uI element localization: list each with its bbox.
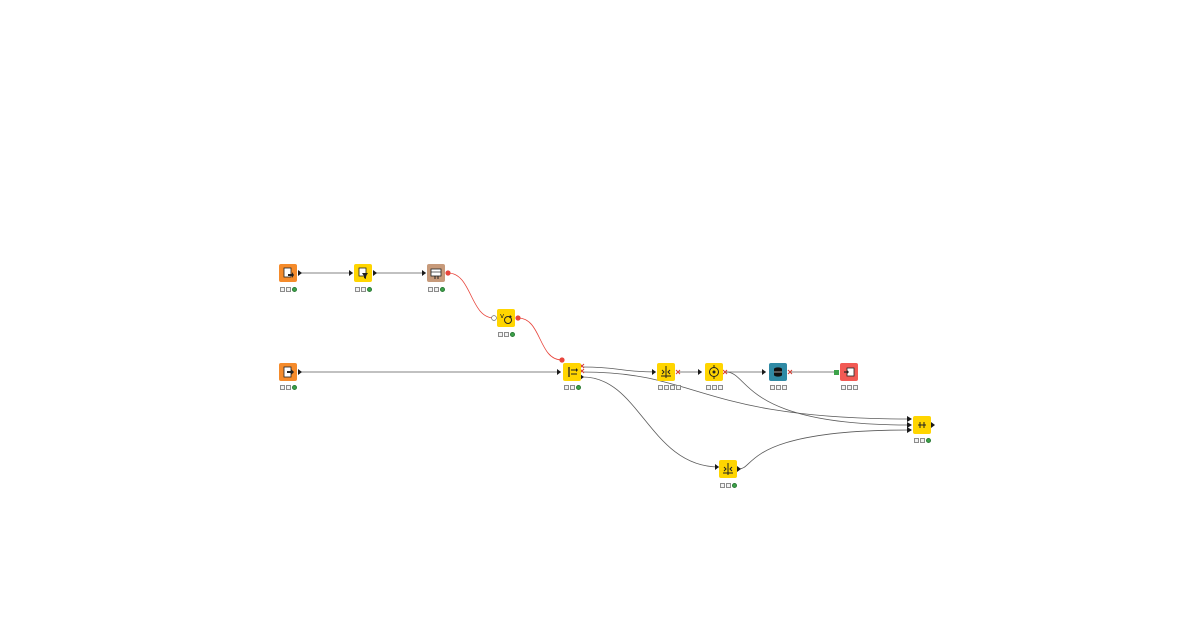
model-learner-node[interactable] — [705, 363, 723, 381]
node-status-traffic-light — [280, 287, 297, 293]
splitter-icon — [568, 367, 578, 377]
node-status-traffic-light — [564, 385, 581, 391]
connection-wire[interactable] — [582, 371, 910, 420]
connection-wire[interactable] — [738, 429, 910, 470]
connection-wire[interactable] — [582, 366, 657, 373]
concatenate-icon — [918, 422, 926, 428]
splitter-node[interactable] — [563, 363, 581, 381]
node-status-traffic-light — [770, 385, 787, 391]
variable-loop-node[interactable]: v — [497, 309, 515, 327]
table-reader-icon — [283, 366, 294, 378]
file-reader-node[interactable] — [279, 264, 297, 282]
file-reader-icon — [283, 267, 294, 278]
port-markers — [298, 270, 935, 472]
database-icon — [774, 367, 782, 377]
partition-icon — [661, 366, 671, 378]
connection-wire[interactable] — [582, 376, 720, 468]
flow-variable-wire[interactable] — [517, 317, 563, 361]
partition-node[interactable] — [657, 363, 675, 381]
table-view-icon — [430, 268, 442, 279]
database-node[interactable] — [769, 363, 787, 381]
node-status-traffic-light — [841, 385, 858, 391]
node-status-traffic-light — [720, 483, 737, 489]
connection-wire[interactable] — [725, 371, 910, 426]
inactive-port-markers — [579, 363, 793, 375]
flow-variable-wire[interactable] — [447, 272, 495, 319]
column-filter-node[interactable] — [354, 264, 372, 282]
node-status-traffic-light — [280, 385, 297, 391]
table-view-node[interactable] — [427, 264, 445, 282]
writer-icon — [844, 367, 855, 377]
svg-text:v: v — [500, 312, 504, 320]
node-status-traffic-light — [355, 287, 372, 293]
variable-loop-icon: v — [500, 312, 512, 324]
column-filter-icon — [358, 267, 368, 279]
partition-icon — [723, 463, 733, 475]
writer-node[interactable] — [840, 363, 858, 381]
node-status-traffic-light — [658, 385, 681, 391]
model-learner-icon — [709, 365, 719, 379]
node-status-traffic-light — [914, 438, 931, 444]
node-status-traffic-light — [498, 332, 515, 338]
partition-node[interactable] — [719, 460, 737, 478]
table-reader-node[interactable] — [279, 363, 297, 381]
concatenate-node[interactable] — [913, 416, 931, 434]
node-status-traffic-light — [428, 287, 445, 293]
node-status-traffic-light — [706, 385, 723, 391]
